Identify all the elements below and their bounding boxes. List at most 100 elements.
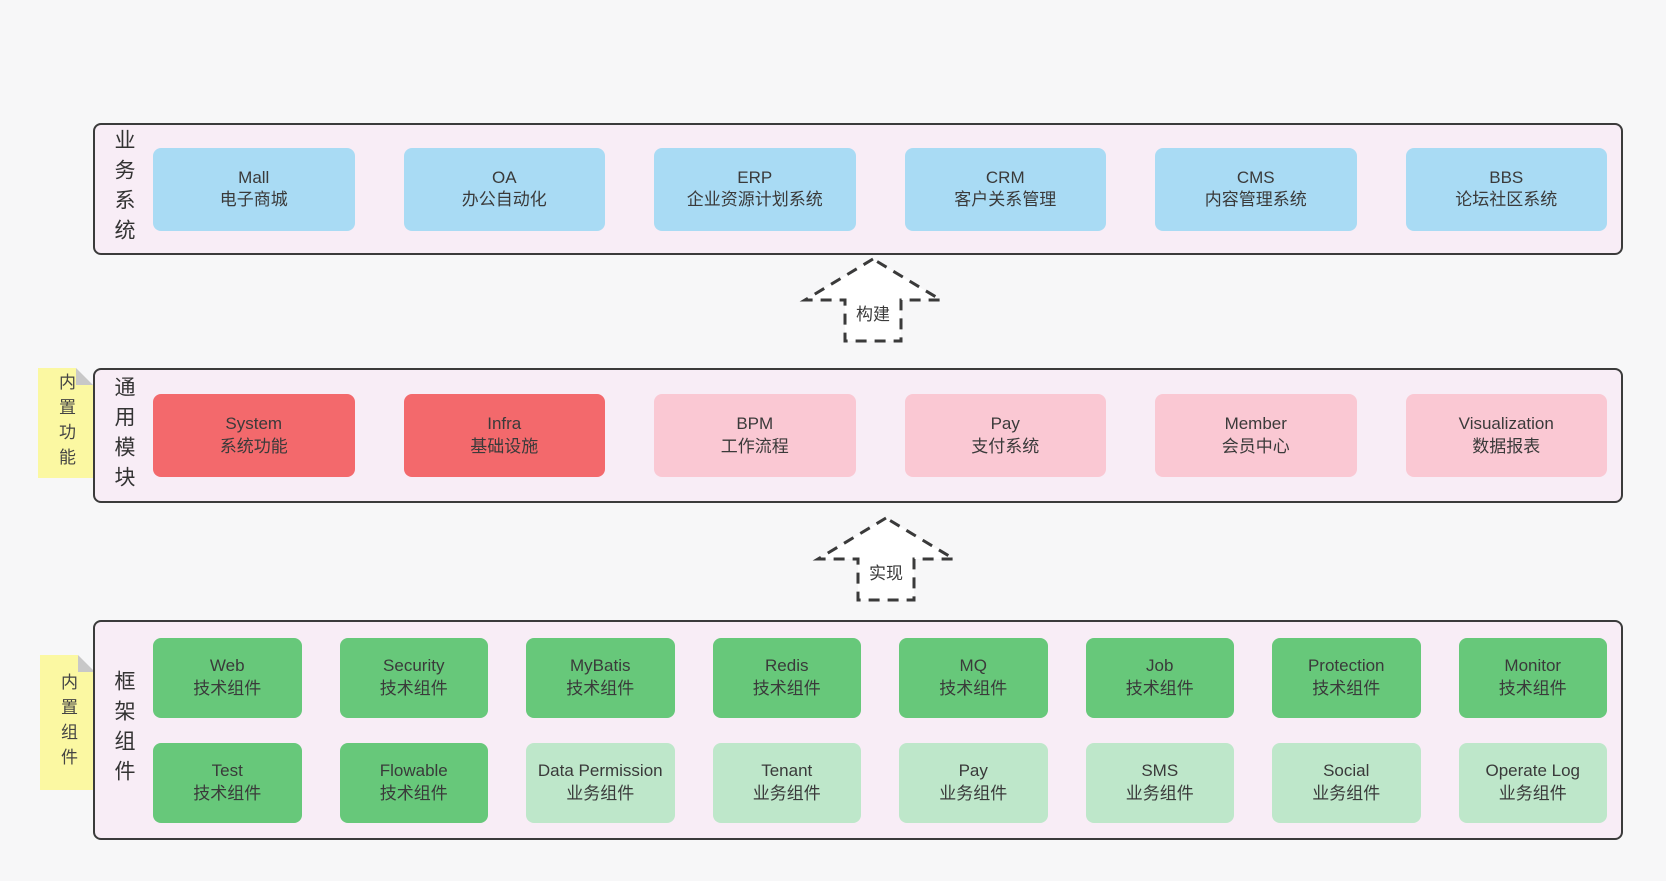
node-subtitle: 支付系统	[971, 436, 1040, 456]
node-title: Pay	[958, 761, 988, 781]
node-title: CRM	[985, 167, 1025, 187]
layer-label-framework-components: 框架组件	[112, 670, 135, 790]
node-title: Data Permission	[537, 761, 663, 781]
node-title: Flowable	[379, 761, 448, 781]
node-cms: CMS 内容管理系统	[1155, 147, 1357, 231]
sticky-fold-corner	[78, 655, 95, 672]
node-subtitle: 业务组件	[566, 783, 635, 803]
node-title: System	[225, 414, 283, 434]
node-title: Job	[1146, 656, 1174, 676]
node-subtitle: 技术组件	[1498, 678, 1567, 698]
node-title: MyBatis	[570, 656, 631, 676]
node-subtitle: 业务组件	[939, 783, 1008, 803]
node-title: Visualization	[1458, 414, 1554, 434]
node-subtitle: 技术组件	[379, 678, 448, 698]
node-title: Pay	[990, 414, 1020, 434]
layer-label-business-systems: 业务系统	[112, 129, 135, 249]
node-subtitle: 技术组件	[193, 783, 262, 803]
node-title: Infra	[487, 414, 522, 434]
node-bbs: BBS 论坛社区系统	[1405, 147, 1607, 231]
node-subtitle: 技术组件	[939, 678, 1008, 698]
sticky-note-builtin-components: 内置组件	[40, 655, 95, 790]
node-subtitle: 业务组件	[752, 783, 821, 803]
node-title: Member	[1224, 414, 1287, 434]
node-title: OA	[491, 167, 517, 187]
arrow-implement: 实现	[812, 515, 960, 603]
node-subtitle: 技术组件	[379, 783, 448, 803]
node-title: Redis	[765, 656, 809, 676]
node-subtitle: 数据报表	[1472, 436, 1541, 456]
sticky-note-label: 内置组件	[58, 672, 77, 773]
node-title: BBS	[1489, 167, 1524, 187]
arrow-implement-label: 实现	[866, 559, 906, 584]
node-mall: Mall 电子商城	[153, 147, 355, 231]
node-title: Tenant	[761, 761, 813, 781]
arrow-build-label: 构建	[853, 300, 893, 325]
node-subtitle: 业务组件	[1125, 783, 1194, 803]
node-subtitle: 企业资源计划系统	[686, 190, 823, 209]
node-title: Monitor	[1504, 656, 1562, 676]
node-subtitle: 论坛社区系统	[1455, 190, 1558, 209]
node-subtitle: 工作流程	[720, 436, 789, 456]
node-subtitle: 技术组件	[1125, 678, 1194, 698]
node-title: Social	[1323, 761, 1370, 781]
node-subtitle: 内容管理系统	[1204, 190, 1307, 209]
node-title: BPM	[736, 414, 774, 434]
node-subtitle: 技术组件	[566, 678, 635, 698]
sticky-fold-corner	[76, 368, 93, 385]
sticky-note-label: 内置功能	[56, 373, 75, 473]
node-title: Web	[209, 656, 245, 676]
node-title: Protection	[1307, 656, 1385, 676]
node-subtitle: 电子商城	[219, 190, 288, 209]
layer-label-common-modules: 通用模块	[112, 375, 135, 496]
node-subtitle: 会员中心	[1221, 436, 1290, 456]
node-title: MQ	[959, 656, 987, 676]
arrow-build: 构建	[799, 256, 947, 344]
node-title: CMS	[1236, 167, 1275, 187]
node-title: Mall	[238, 167, 270, 187]
node-subtitle: 业务组件	[1498, 783, 1567, 803]
node-subtitle: 技术组件	[1312, 678, 1381, 698]
node-subtitle: 业务组件	[1312, 783, 1381, 803]
node-title: Operate Log	[1485, 761, 1580, 781]
node-title: SMS	[1141, 761, 1179, 781]
sticky-note-builtin-features: 内置功能	[38, 368, 93, 478]
node-subtitle: 客户关系管理	[954, 190, 1057, 209]
node-title: Security	[383, 656, 445, 676]
node-title: Test	[211, 761, 243, 781]
node-subtitle: 技术组件	[193, 678, 262, 698]
node-subtitle: 基础设施	[470, 436, 539, 456]
node-subtitle: 系统功能	[219, 436, 288, 456]
node-subtitle: 技术组件	[752, 678, 821, 698]
